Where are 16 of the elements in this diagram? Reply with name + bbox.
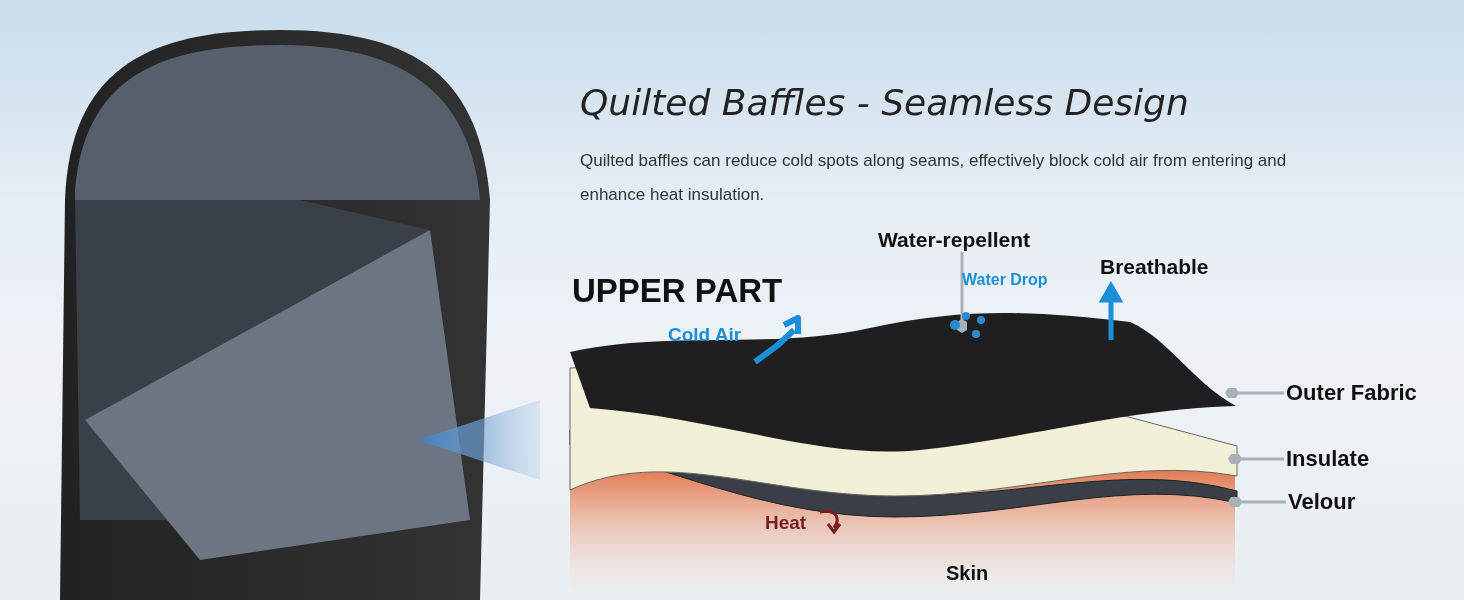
callout-label: Water-repellent <box>878 228 1031 252</box>
annotation-text: Water Drop <box>962 271 1048 289</box>
annotation-text: Cold Air <box>668 324 742 346</box>
callout-label: Outer Fabric <box>1286 380 1417 406</box>
annotation-text: Heat <box>765 512 807 534</box>
heading: Quilted Baffles - Seamless Design <box>580 82 1189 123</box>
callout-label: Velour <box>1288 489 1356 515</box>
annotation-text: Skin <box>946 562 989 585</box>
section-heading: UPPER PART <box>572 272 783 310</box>
callout-label: Insulate <box>1286 446 1370 472</box>
annotation-text: Breathable <box>1100 255 1209 279</box>
leader-line <box>1228 497 1286 507</box>
leader-line <box>1228 454 1284 464</box>
leader-line <box>957 252 967 333</box>
description-text: Quilted baffles can reduce cold spots along seams, effectively block cold air from entering and enhance heat insulation. <box>580 150 1288 206</box>
leader-line <box>1225 388 1284 398</box>
